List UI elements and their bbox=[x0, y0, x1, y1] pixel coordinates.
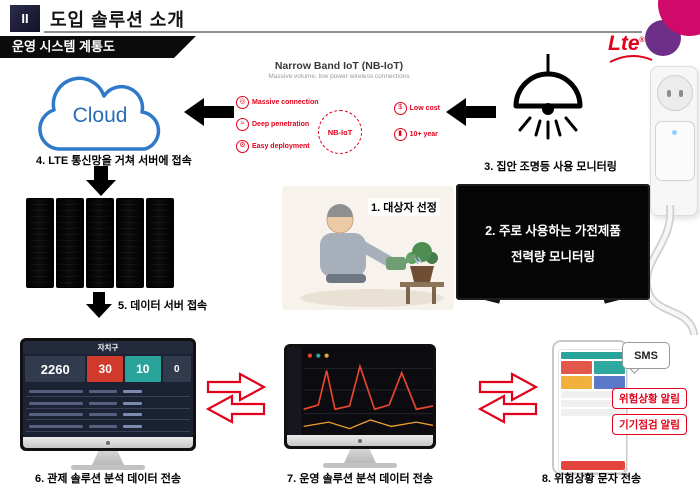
monitor-chin bbox=[23, 437, 193, 448]
table-row bbox=[26, 410, 190, 421]
apple-logo-icon bbox=[358, 438, 362, 443]
operations-monitor bbox=[284, 344, 436, 468]
control-monitor: 자치구 2260 30 10 0 bbox=[20, 338, 196, 470]
battery-life-icon: ▮ bbox=[393, 128, 407, 141]
server-tower bbox=[146, 198, 174, 288]
stat-tile: 2260 bbox=[25, 356, 86, 382]
swap-arrows-icon bbox=[478, 372, 538, 424]
slide-index-badge: II bbox=[10, 5, 40, 32]
dashboard-table bbox=[26, 385, 190, 434]
app-list-row bbox=[561, 409, 625, 416]
monitor-base bbox=[323, 463, 397, 468]
stat-tile: 30 bbox=[87, 356, 123, 382]
arrow-down-icon bbox=[86, 292, 112, 318]
nbiot-feature: ⚙ Easy deployment bbox=[236, 140, 319, 153]
monitor-chin bbox=[287, 435, 433, 446]
stat-tile: 10 bbox=[125, 356, 161, 382]
server-tower bbox=[86, 198, 114, 288]
arrow-left-icon bbox=[446, 98, 496, 126]
step2-label-line2: 전력량 모니터링 bbox=[511, 249, 595, 264]
step2-label-line1: 2. 주로 사용하는 가전제품 bbox=[485, 223, 621, 238]
operations-dashboard bbox=[287, 347, 433, 435]
monitor-screen: 자치구 2260 30 10 0 bbox=[20, 338, 196, 451]
swap-arrows-icon bbox=[206, 372, 266, 424]
step4-label: 4. LTE 통신망을 거쳐 서버에 접속 bbox=[36, 155, 192, 167]
massive-connection-icon: ◎ bbox=[236, 96, 249, 109]
nbiot-title: Narrow Band IoT (NB-IoT) bbox=[274, 60, 404, 72]
dashboard-title: 자치구 bbox=[23, 341, 193, 354]
nbiot-features-left: ◎ Massive connection ≈ Deep penetration … bbox=[236, 96, 319, 153]
section-ribbon: 운영 시스템 계통도 bbox=[0, 36, 196, 58]
app-tile bbox=[594, 376, 625, 389]
smart-plug-image bbox=[650, 66, 698, 216]
low-cost-icon: $ bbox=[393, 102, 407, 115]
pendant-lamp-icon bbox=[513, 54, 583, 140]
monitor-base bbox=[71, 465, 145, 470]
arrow-down-icon bbox=[86, 166, 116, 196]
stat-tile: 0 bbox=[162, 356, 191, 382]
apple-logo-icon bbox=[106, 440, 110, 445]
nbiot-features-right: $ Low cost ▮ 10+ year bbox=[393, 102, 440, 141]
plug-led bbox=[672, 130, 677, 135]
server-tower bbox=[26, 198, 54, 288]
step1-label: 1. 대상자 선정 bbox=[368, 198, 440, 216]
phone-app-header bbox=[561, 352, 625, 359]
phone-screen bbox=[558, 349, 628, 473]
lte-swoosh-icon bbox=[609, 55, 653, 63]
cloud-icon bbox=[38, 76, 161, 151]
title-divider bbox=[44, 31, 642, 33]
dashboard-tiles: 2260 30 10 0 bbox=[23, 354, 193, 384]
step5-label: 5. 데이터 서버 접속 bbox=[118, 300, 208, 312]
device-check-alert-tag: 기기점검 알림 bbox=[612, 414, 687, 435]
danger-alert-tag: 위험상황 알림 bbox=[612, 388, 687, 409]
step7-label: 7. 운영 솔루션 분석 데이터 전송 bbox=[287, 473, 433, 485]
alert-tags: 위험상황 알림 기기점검 알림 bbox=[612, 388, 687, 435]
monitor-stand bbox=[92, 451, 124, 465]
app-tile bbox=[561, 361, 592, 374]
outlet-socket bbox=[657, 75, 693, 111]
socket-hole bbox=[667, 90, 671, 97]
app-tile bbox=[594, 361, 625, 374]
monitor-screen bbox=[284, 344, 436, 449]
nbiot-feature: ◎ Massive connection bbox=[236, 96, 319, 109]
lte-logo-text: Lte bbox=[608, 32, 640, 55]
sms-bubble: SMS bbox=[622, 342, 670, 369]
monitor-stand bbox=[344, 449, 376, 463]
server-tower bbox=[56, 198, 84, 288]
control-dashboard: 자치구 2260 30 10 0 bbox=[23, 341, 193, 437]
dashboard-charts bbox=[287, 347, 433, 435]
easy-deployment-icon: ⚙ bbox=[236, 140, 249, 153]
deep-penetration-icon: ≈ bbox=[236, 118, 249, 131]
page-title: 도입 솔루션 소개 bbox=[50, 10, 185, 30]
step6-label: 6. 관제 솔루션 분석 데이터 전송 bbox=[35, 473, 181, 485]
lte-logo: Lte® bbox=[608, 33, 654, 64]
server-rack bbox=[26, 198, 174, 288]
tv-screen: 2. 주로 사용하는 가전제품 전력량 모니터링 bbox=[456, 184, 650, 300]
app-action-button bbox=[561, 461, 625, 470]
nbiot-diagram: Narrow Band IoT (NB-IoT) Massive volume,… bbox=[236, 60, 442, 170]
nbiot-center-badge: NB-IoT bbox=[318, 110, 362, 154]
table-row bbox=[26, 422, 190, 433]
nbiot-feature: $ Low cost bbox=[393, 102, 440, 115]
target-person-illustration bbox=[282, 186, 454, 310]
socket-hole bbox=[679, 90, 683, 97]
server-tower bbox=[116, 198, 144, 288]
app-list-row bbox=[561, 391, 625, 398]
table-row bbox=[26, 399, 190, 409]
smart-plug-body bbox=[655, 121, 695, 181]
arrow-left-icon bbox=[184, 98, 234, 126]
table-row bbox=[26, 387, 190, 397]
app-list-row bbox=[561, 400, 625, 407]
nbiot-feature: ▮ 10+ year bbox=[393, 128, 440, 141]
phone-app-tiles bbox=[561, 361, 625, 389]
step8-label: 8. 위험상황 문자 전송 bbox=[541, 473, 642, 485]
app-tile bbox=[561, 376, 592, 389]
step3-label: 3. 집안 조명등 사용 모니터링 bbox=[484, 161, 617, 173]
nbiot-feature: ≈ Deep penetration bbox=[236, 118, 319, 131]
cloud-label: Cloud bbox=[72, 104, 128, 127]
registered-mark: ® bbox=[639, 37, 645, 44]
nbiot-subtitle: Massive volume, low power wireless conne… bbox=[268, 73, 410, 80]
